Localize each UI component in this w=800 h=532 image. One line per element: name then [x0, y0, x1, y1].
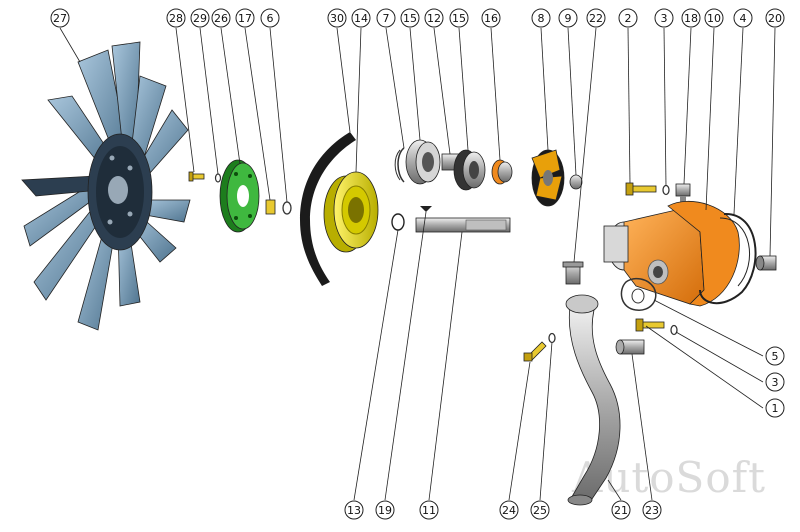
seal-16 [491, 159, 513, 185]
bearing-15b [453, 149, 486, 191]
callout-18: 18 [681, 8, 701, 28]
callout-24: 24 [499, 500, 519, 520]
callout-number: 18 [684, 12, 698, 25]
callout-number: 25 [533, 504, 547, 517]
callout-13: 13 [344, 500, 364, 520]
key-19 [420, 206, 432, 212]
o-ring-13 [391, 213, 405, 231]
callout-number: 28 [169, 12, 183, 25]
callout-number: 2 [625, 12, 632, 25]
callout-number: 23 [645, 504, 659, 517]
callout-number: 17 [238, 12, 252, 25]
bolt-28 [188, 171, 205, 182]
callout-number: 15 [403, 12, 417, 25]
callout-number: 16 [484, 12, 498, 25]
gasket-5 [620, 277, 657, 311]
washer-3b [670, 324, 678, 336]
callout-number: 29 [193, 12, 207, 25]
bolt-2 [625, 182, 657, 196]
callout-number: 19 [378, 504, 392, 517]
callout-6: 6 [260, 8, 280, 28]
callout-number: 12 [427, 12, 441, 25]
pipe-21 [565, 294, 621, 506]
callout-23: 23 [642, 500, 662, 520]
callout-15: 15 [400, 8, 420, 28]
gasket-4 [699, 212, 757, 304]
callout-5: 5 [765, 346, 785, 366]
fan-assembly [21, 41, 191, 331]
callout-number: 6 [267, 12, 274, 25]
housing-10 [603, 201, 740, 307]
callout-number: 11 [422, 504, 436, 517]
impeller-8 [531, 149, 565, 207]
callout-number: 10 [707, 12, 721, 25]
callout-29: 29 [190, 8, 210, 28]
callout-21: 21 [611, 500, 631, 520]
bolt-1 [635, 318, 665, 332]
callout-12: 12 [424, 8, 444, 28]
callout-number: 24 [502, 504, 516, 517]
bolt-24 [523, 341, 547, 362]
callout-number: 1 [772, 402, 779, 415]
callout-25: 25 [530, 500, 550, 520]
nipple-22 [562, 261, 584, 285]
callout-30: 30 [327, 8, 347, 28]
callout-number: 27 [53, 12, 67, 25]
callout-number: 8 [538, 12, 545, 25]
washer-3 [662, 184, 670, 196]
nut-17 [265, 199, 276, 215]
callout-15: 15 [449, 8, 469, 28]
callout-number: 9 [565, 12, 572, 25]
callout-number: 15 [452, 12, 466, 25]
washer-29 [214, 173, 222, 183]
callout-3: 3 [765, 372, 785, 392]
fitting-20 [755, 255, 777, 271]
leader-lines [59, 27, 776, 501]
callout-number: 20 [768, 12, 782, 25]
callout-3: 3 [654, 8, 674, 28]
pulley-14 [323, 171, 379, 253]
callout-number: 3 [661, 12, 668, 25]
callout-27: 27 [50, 8, 70, 28]
callout-number: 22 [589, 12, 603, 25]
callout-number: 13 [347, 504, 361, 517]
callout-number: 3 [772, 376, 779, 389]
callout-26: 26 [211, 8, 231, 28]
callout-22: 22 [586, 8, 606, 28]
ring-9 [569, 174, 583, 190]
belt-30 [300, 132, 356, 286]
callout-16: 16 [481, 8, 501, 28]
callout-number: 26 [214, 12, 228, 25]
callout-17: 17 [235, 8, 255, 28]
callout-number: 21 [614, 504, 628, 517]
callout-8: 8 [531, 8, 551, 28]
callout-number: 4 [740, 12, 747, 25]
callout-number: 5 [772, 350, 779, 363]
callout-number: 7 [383, 12, 390, 25]
fitting-23 [615, 339, 645, 355]
callout-2: 2 [618, 8, 638, 28]
callout-19: 19 [375, 500, 395, 520]
shaft-11 [415, 217, 511, 233]
snap-ring-7 [394, 147, 405, 183]
callout-7: 7 [376, 8, 396, 28]
plug-18 [675, 183, 691, 202]
callout-9: 9 [558, 8, 578, 28]
callout-10: 10 [704, 8, 724, 28]
callout-number: 30 [330, 12, 344, 25]
washer-25 [548, 332, 556, 344]
washer-6 [282, 201, 292, 215]
callout-11: 11 [419, 500, 439, 520]
bearing-15a [405, 139, 441, 185]
callout-1: 1 [765, 398, 785, 418]
callout-14: 14 [351, 8, 371, 28]
callout-4: 4 [733, 8, 753, 28]
callout-number: 14 [354, 12, 368, 25]
callout-28: 28 [166, 8, 186, 28]
callout-20: 20 [765, 8, 785, 28]
flange-26 [219, 159, 260, 233]
